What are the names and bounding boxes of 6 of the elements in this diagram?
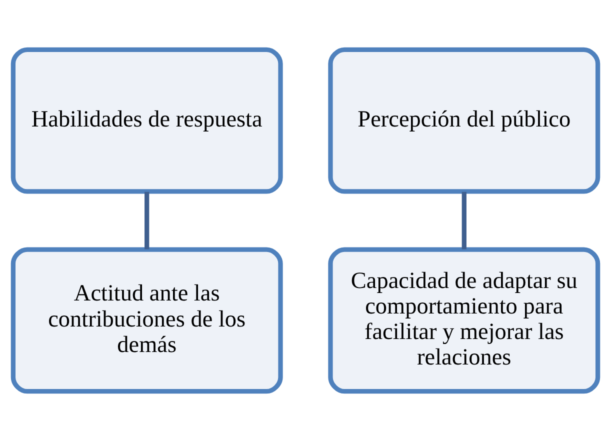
node-box: Habilidades de respuesta	[10, 47, 283, 194]
connector	[144, 192, 150, 250]
node-box: Capacidad de adaptar su comportamiento para facilitar y mejorar las relaciones	[328, 247, 600, 394]
node-box: Percepción del público	[328, 47, 600, 194]
node-box: Actitud ante las contribuciones de los demás	[10, 247, 283, 394]
connector	[462, 192, 466, 250]
